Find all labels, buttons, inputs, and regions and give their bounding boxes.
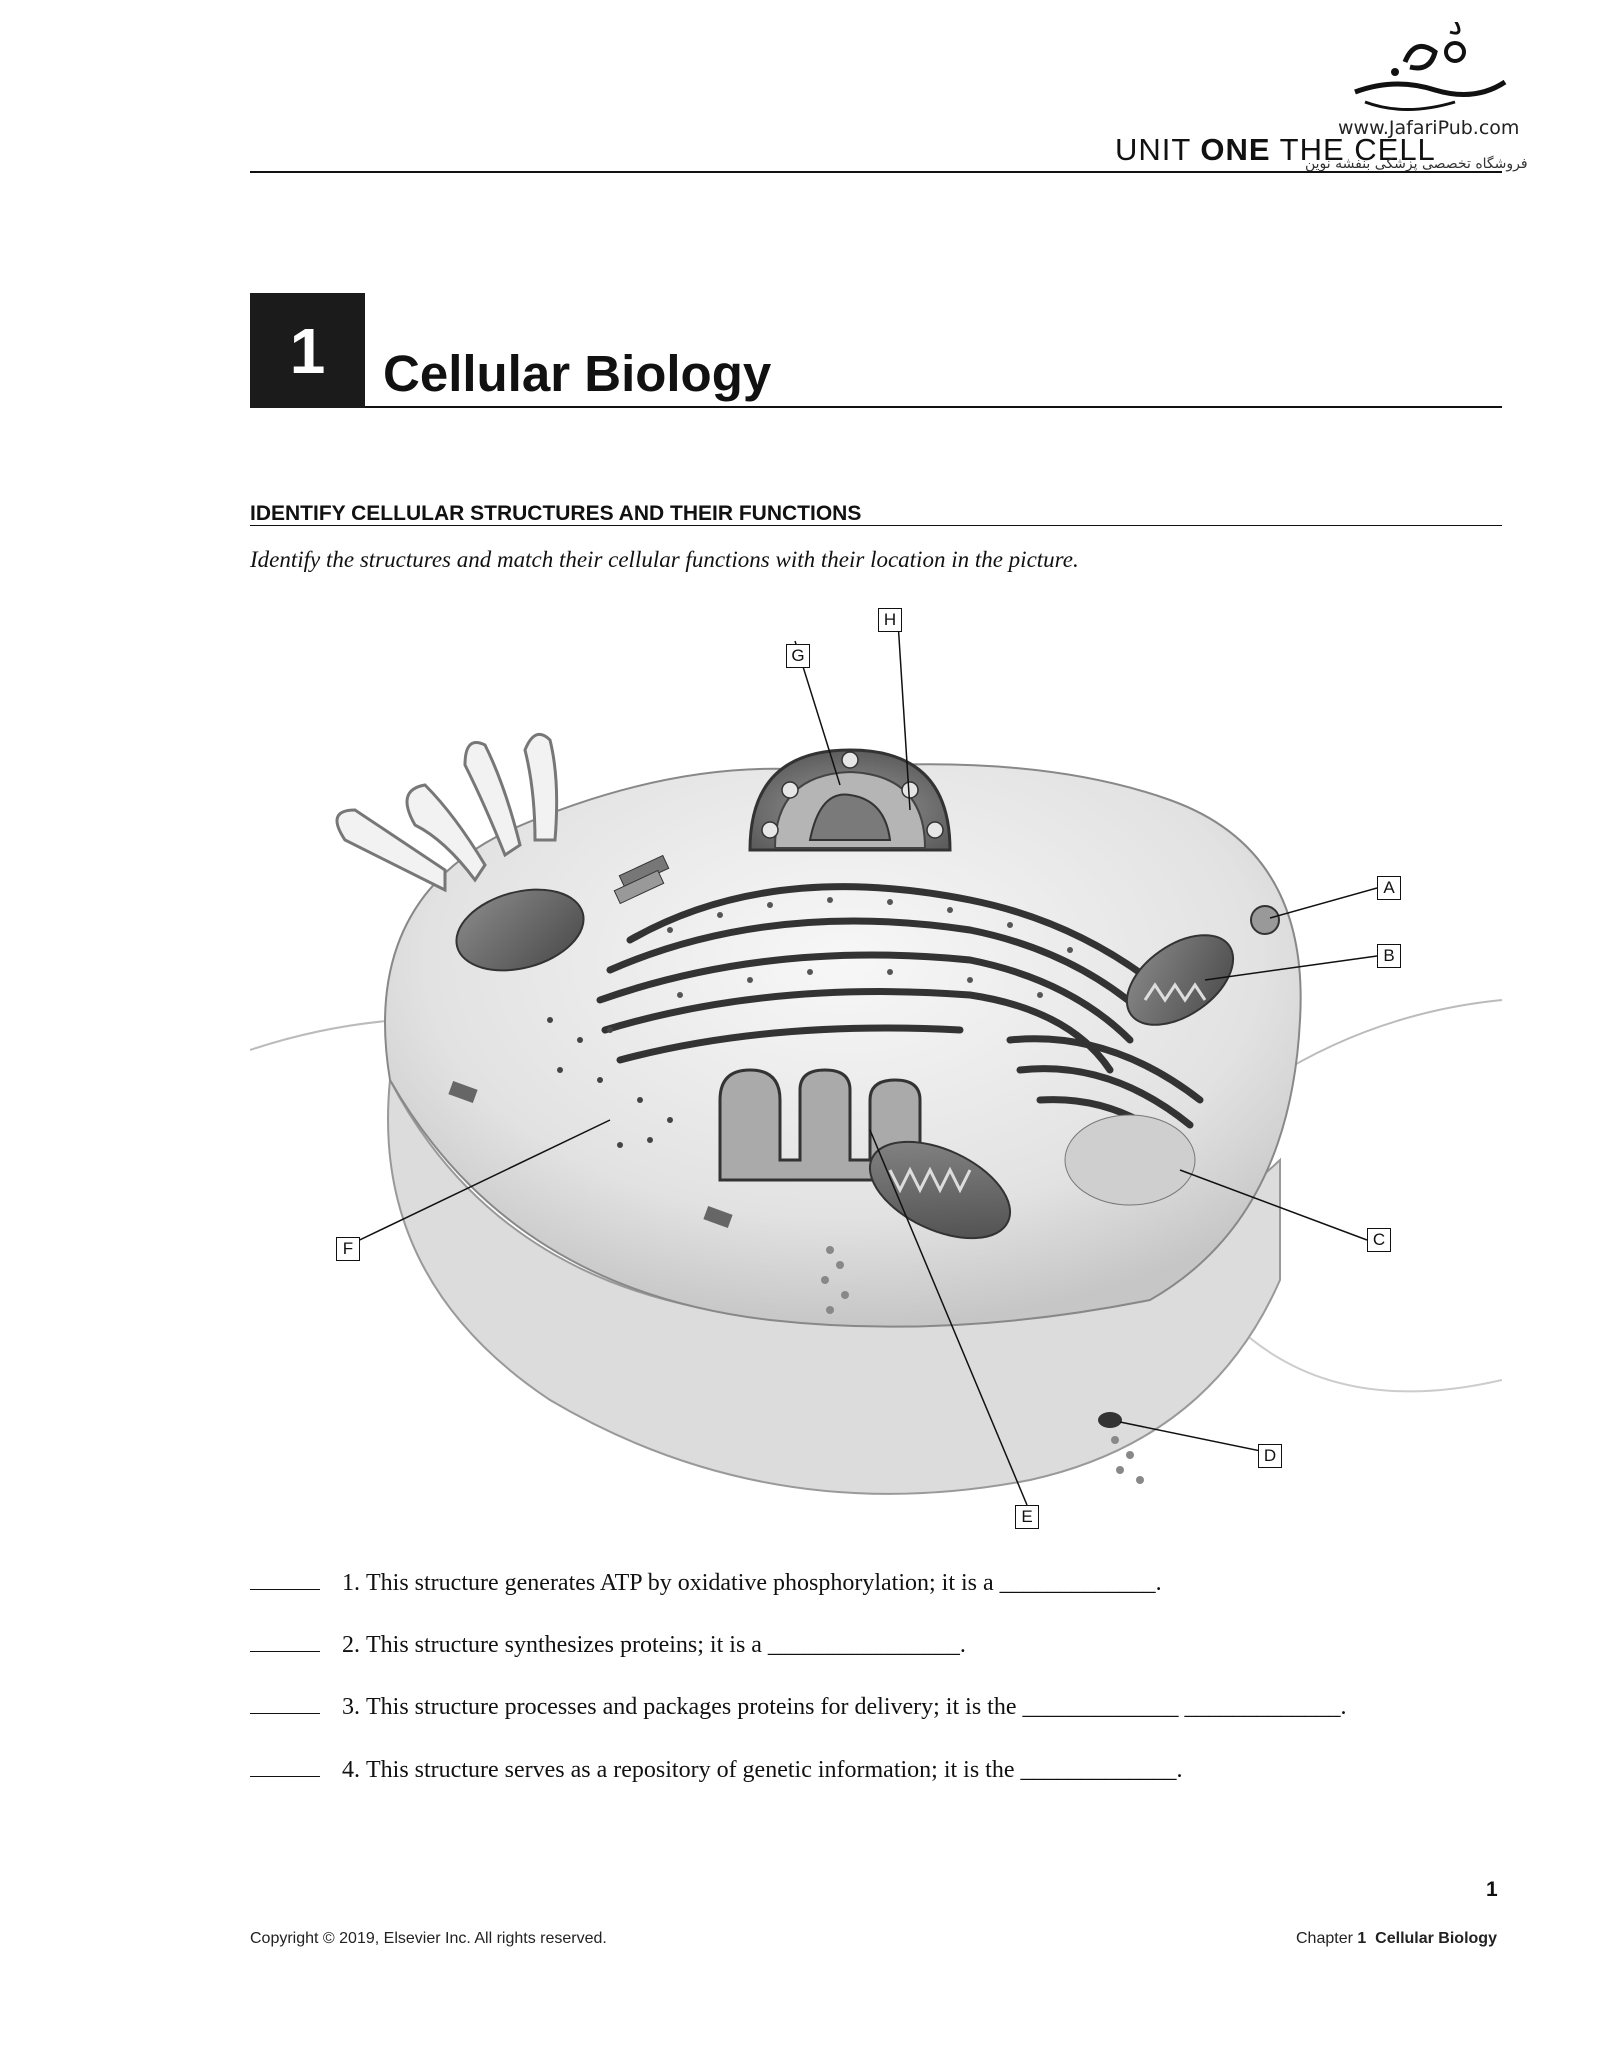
chapter-title-rule — [365, 406, 1502, 408]
watermark-persian-text: فروشگاه تخصصی پزشکی بنفشه نوین — [1305, 156, 1528, 172]
unit-title: THE CELL — [1279, 132, 1436, 167]
chapter-title: Cellular Biology — [383, 345, 772, 402]
question-2: 2.This structure synthesizes proteins; i… — [250, 1632, 966, 1659]
footer-chapter-title: Cellular Biology — [1375, 1930, 1497, 1947]
unit-prefix: UNIT — [1115, 132, 1191, 167]
centriole-icon — [613, 854, 670, 905]
cell-diagram: H G A B C D E F — [249, 600, 1503, 1540]
label-b: B — [1377, 944, 1401, 968]
label-h: H — [878, 608, 902, 632]
question-1: 1.This structure generates ATP by oxidat… — [250, 1570, 1162, 1597]
label-c: C — [1367, 1228, 1391, 1252]
label-g: G — [786, 644, 810, 668]
unit-number: ONE — [1200, 132, 1271, 167]
copyright-notice: Copyright © 2019, Elsevier Inc. All righ… — [250, 1930, 607, 1947]
section-instructions: Identify the structures and match their … — [250, 547, 1079, 572]
answer-blank[interactable] — [250, 1589, 320, 1590]
answer-blank[interactable] — [250, 1713, 320, 1714]
label-d: D — [1258, 1444, 1282, 1468]
chapter-number-box: 1 — [250, 293, 365, 408]
publisher-logo — [1354, 22, 1507, 111]
label-f: F — [336, 1237, 360, 1261]
answer-blank[interactable] — [250, 1776, 320, 1777]
section-heading: IDENTIFY CELLULAR STRUCTURES AND THEIR F… — [250, 502, 862, 525]
label-e: E — [1015, 1505, 1039, 1529]
section-rule — [250, 525, 1502, 526]
footer-chapter-number: 1 — [1357, 1930, 1367, 1947]
running-footer: Chapter 1 Cellular Biology — [1296, 1930, 1497, 1948]
question-3: 3.This structure processes and packages … — [250, 1694, 1346, 1721]
cell-illustration — [249, 621, 1503, 1506]
label-a: A — [1377, 876, 1401, 900]
page-number: 1 — [1486, 1878, 1498, 1901]
watermark-url: www.JafariPub.com — [1338, 117, 1520, 139]
answer-blank[interactable] — [250, 1651, 320, 1652]
header-rule — [250, 171, 1502, 173]
unit-header: UNIT ONE THE CELL — [1115, 132, 1436, 168]
question-4: 4.This structure serves as a repository … — [250, 1757, 1183, 1784]
footer-chapter-label: Chapter — [1296, 1930, 1353, 1947]
